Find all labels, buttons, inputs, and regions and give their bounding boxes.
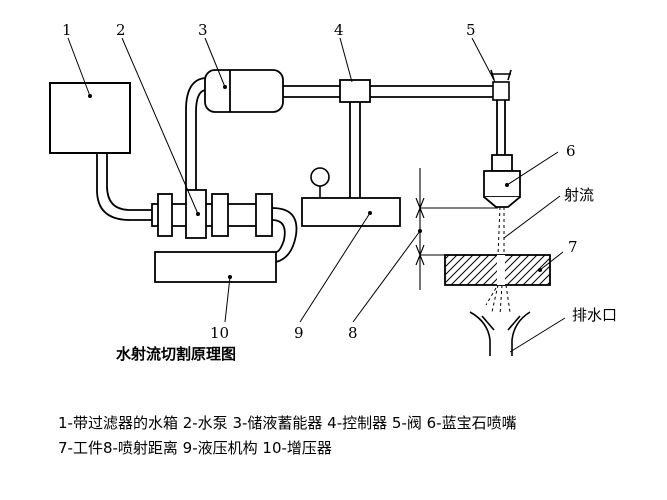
callout-8: 8 (348, 324, 358, 342)
callout-4: 4 (334, 21, 344, 39)
callout-10: 10 (210, 324, 229, 342)
controller-to-hydraulic-pipe (349, 102, 361, 198)
callout-3: 3 (198, 21, 208, 39)
callout-9: 9 (294, 324, 304, 342)
callout-7: 7 (568, 238, 578, 256)
sapphire-nozzle (483, 154, 521, 208)
water-pump (151, 189, 273, 239)
callout-6: 6 (566, 142, 576, 160)
workpiece-cut (497, 255, 505, 285)
accumulator-to-controller-pipe (283, 85, 340, 98)
leader-lines (67, 37, 566, 353)
valve-to-nozzle-pipe (496, 100, 506, 155)
legend-line-1: 1-带过滤器的水箱 2-水泵 3-储液蓄能器 4-控制器 5-阀 6-蓝宝石喷嘴 (58, 414, 517, 432)
intensifier (154, 251, 277, 283)
water-jet (485, 206, 511, 316)
callout-jet: 射流 (564, 186, 594, 204)
legend-line-2: 7-工件8-喷射距离 9-液压机构 10-增压器 (58, 439, 332, 457)
controller-to-valve-pipe (370, 85, 493, 98)
diagram-title: 水射流切割原理图 (116, 345, 237, 363)
drain-funnel (469, 311, 531, 356)
callout-2: 2 (116, 21, 126, 39)
water-tank (49, 82, 131, 154)
valve (490, 69, 512, 101)
controller (339, 79, 371, 103)
pressure-gauge (310, 167, 330, 198)
callout-5: 5 (466, 21, 476, 39)
accumulator (204, 69, 284, 113)
pump-to-intensifier-hose (271, 207, 298, 263)
callout-drain: 排水口 (572, 306, 617, 324)
tank-to-pump-pipe (96, 153, 152, 221)
hydraulic-mechanism (301, 197, 401, 227)
pump-to-accumulator-hose (185, 77, 206, 190)
callout-1: 1 (62, 21, 72, 39)
